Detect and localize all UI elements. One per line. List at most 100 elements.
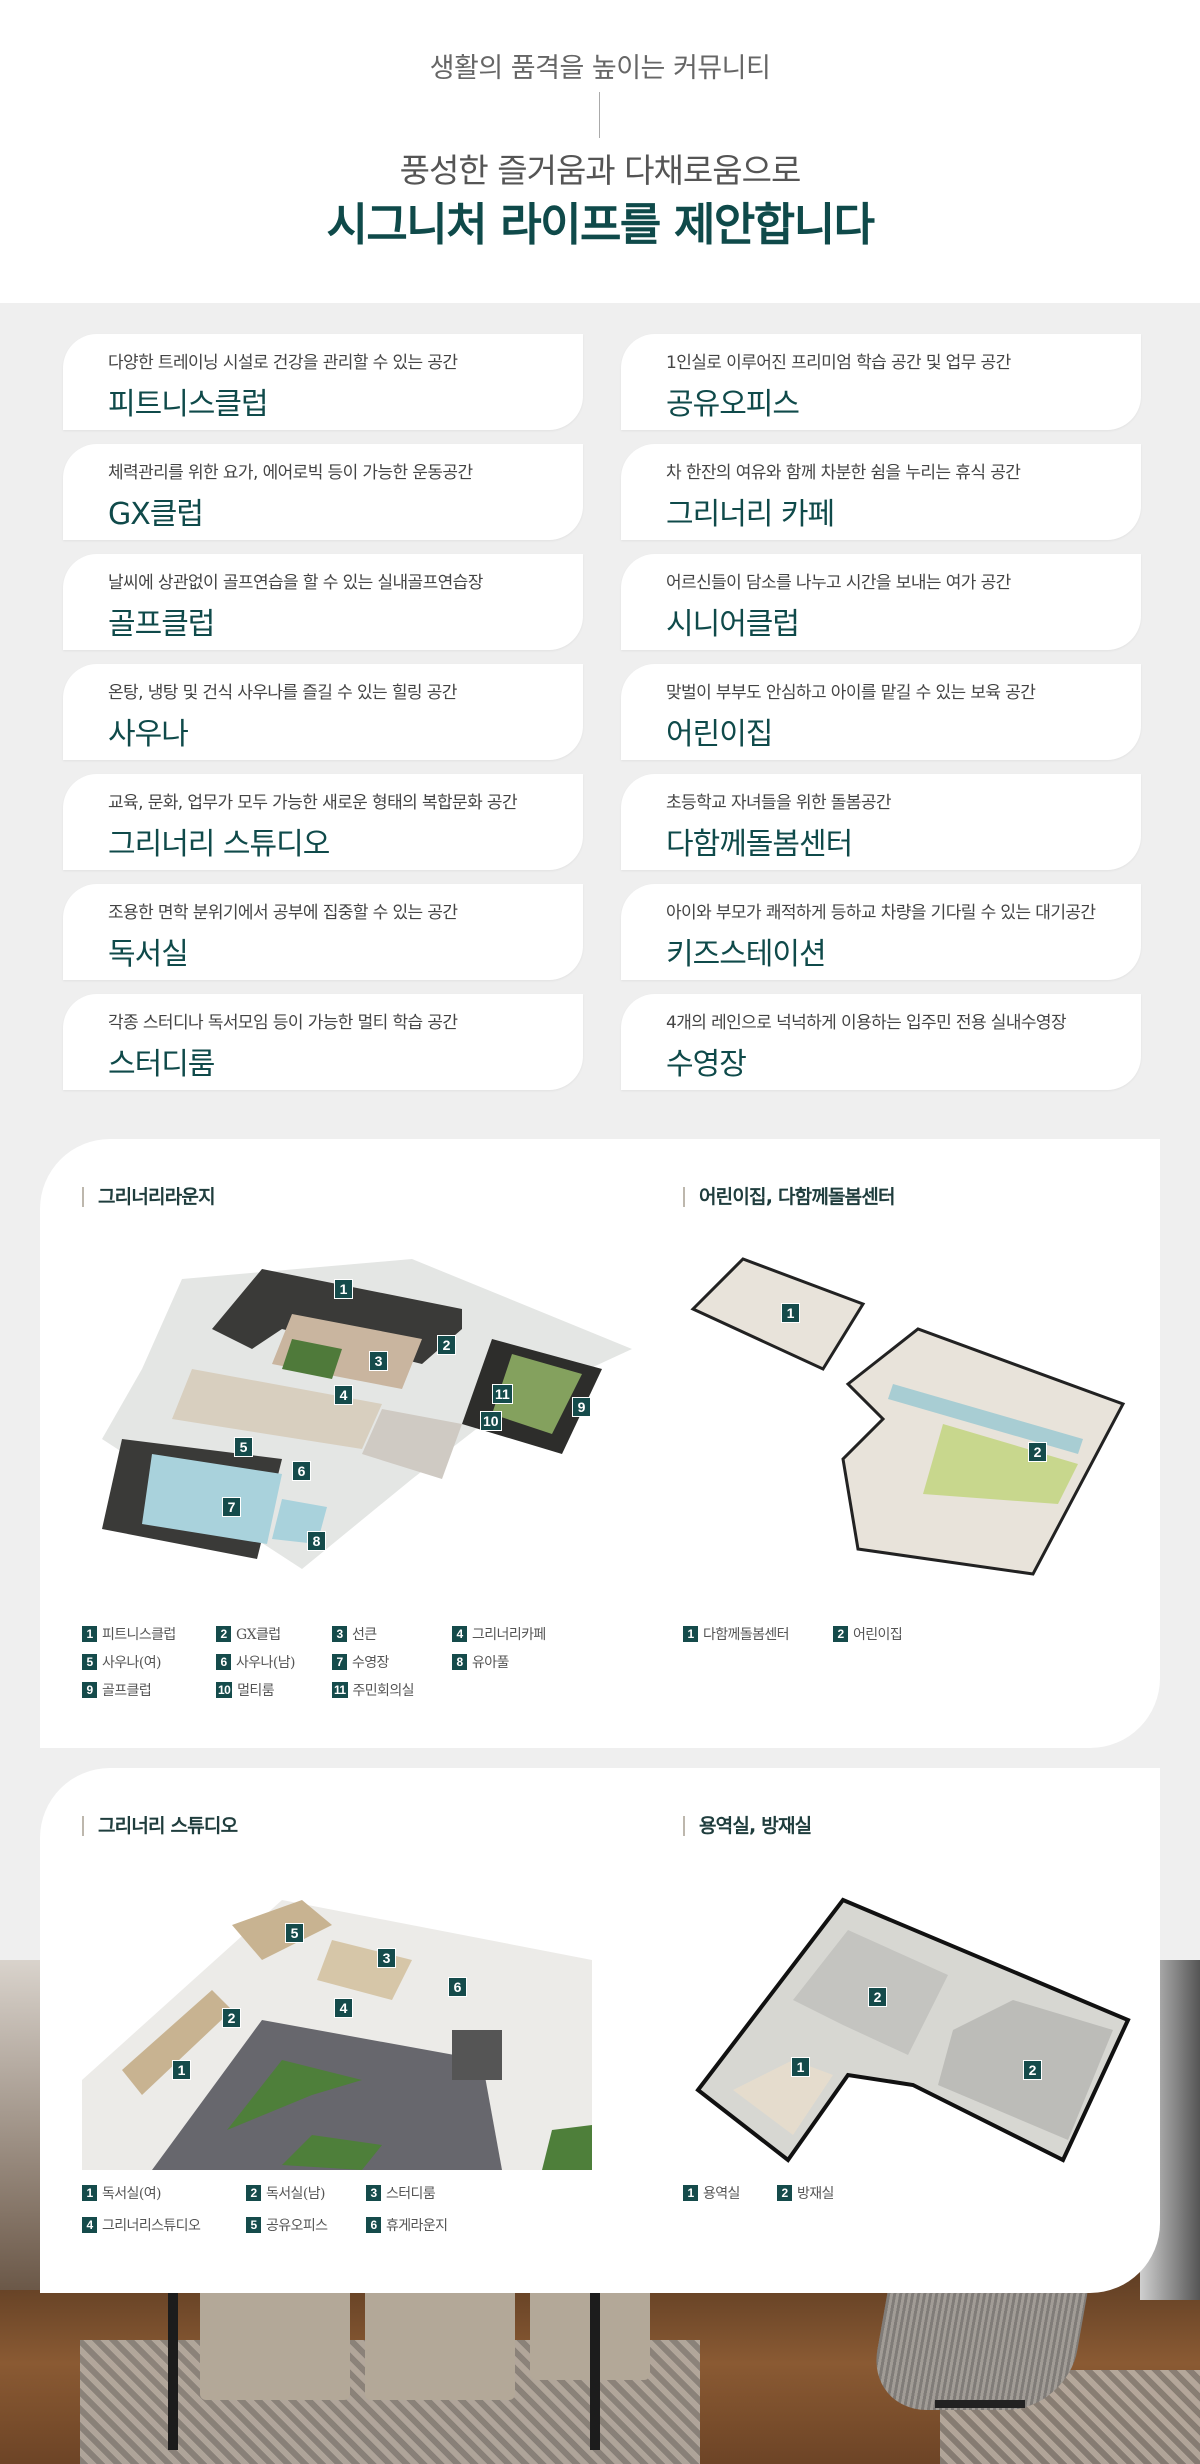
daycare-floorplan-image: 1 2 [683,1239,1133,1599]
facility-name: 다함께돌봄센터 [666,827,853,862]
legend-label: 독서실(여) [102,2186,161,2202]
facility-desc: 교육, 문화, 업무가 모두 가능한 새로운 형태의 복합문화 공간 [108,793,518,813]
legend-badge: 2 [246,2185,261,2201]
floorplan-illustration [695,1897,1131,2163]
legend-badge: 1 [683,2185,698,2201]
storage-floorplan-image: 2 1 2 [683,1880,1133,2170]
legend-badge: 7 [332,1654,347,1670]
legend-badge: 4 [452,1626,467,1642]
legend-label: 스터디룸 [386,2186,436,2202]
facility-name: 그리너리 카페 [666,497,835,532]
floorplan-illustration [690,1257,1126,1576]
subtitle-text: 풍성한 즐거움과 다채로움으로 [399,151,802,190]
legend-badge: 6 [366,2217,381,2233]
facility-name: 시니어클럽 [666,607,800,642]
legend-label: 주민회의실 [352,1683,415,1699]
legend-badge: 8 [452,1654,467,1670]
legend-label: 독서실(남) [266,2186,325,2202]
legend-label: GX클럽 [236,1627,281,1643]
facility-desc: 아이와 부모가 쾌적하게 등하교 차량을 기다릴 수 있는 대기공간 [666,903,1096,923]
map-marker-2: 2 [222,2008,241,2028]
eyebrow-text: 생활의 품격을 높이는 커뮤니티 [429,53,771,84]
map-marker-1: 1 [334,1279,353,1299]
facility-desc: 체력관리를 위한 요가, 에어로빅 등이 가능한 운동공간 [108,463,473,483]
map-marker-2: 2 [437,1335,456,1355]
facility-card-pool: 4개의 레인으로 넉넉하게 이용하는 입주민 전용 실내수영장 수영장 [621,994,1141,1090]
facility-card-shared-office: 1인실로 이루어진 프리미엄 학습 공간 및 업무 공간 공유오피스 [621,334,1141,430]
legend-badge: 1 [82,2185,97,2201]
legend-badge: 9 [82,1682,97,1698]
legend-badge: 2 [216,1626,231,1642]
facility-card-grid: 다양한 트레이닝 시설로 건강을 관리할 수 있는 공간 피트니스클럽 1인실로… [63,334,1141,1090]
facility-desc: 조용한 면학 분위기에서 공부에 집중할 수 있는 공간 [108,903,458,923]
facility-desc: 1인실로 이루어진 프리미엄 학습 공간 및 업무 공간 [666,353,1011,373]
facility-name: 키즈스테이션 [666,937,827,972]
facility-name: 어린이집 [666,717,773,752]
legend-badge: 10 [216,1682,233,1698]
facility-name: 사우나 [108,717,189,752]
legend-badge: 5 [82,1654,97,1670]
floorplan-illustration [102,1259,632,1569]
legend-badge: 3 [332,1626,347,1642]
photo-table-leg [590,2250,600,2450]
plan-title: 그리너리라운지 [82,1187,216,1207]
legend-label: 다함께돌봄센터 [703,1627,790,1643]
map-marker-9: 9 [572,1397,591,1417]
legend-label: 방재실 [797,2186,834,2202]
map-marker-2: 2 [1028,1442,1047,1462]
facility-card-reading-room: 조용한 면학 분위기에서 공부에 집중할 수 있는 공간 독서실 [63,884,583,980]
plan-title: 용역실, 방재실 [683,1816,812,1836]
facility-card-cafe: 차 한잔의 여유와 함께 차분한 쉼을 누리는 휴식 공간 그리너리 카페 [621,444,1141,540]
legend-label: 멀티룸 [237,1683,274,1699]
map-marker-5: 5 [234,1437,253,1457]
legend-badge: 2 [777,2185,792,2201]
facility-card-gx: 체력관리를 위한 요가, 에어로빅 등이 가능한 운동공간 GX클럽 [63,444,583,540]
greenery-lounge-floorplan-image: 1 2 3 4 5 6 7 8 9 10 11 [82,1239,642,1599]
legend-item: 2 독서실(남) [246,2183,366,2203]
legend-badge: 6 [216,1654,231,1670]
facility-desc: 맞벌이 부부도 안심하고 아이를 맡길 수 있는 보육 공간 [666,683,1036,703]
facility-card-daycare: 맞벌이 부부도 안심하고 아이를 맡길 수 있는 보육 공간 어린이집 [621,664,1141,760]
facility-name: 수영장 [666,1047,747,1082]
legend-item: 1 독서실(여) [82,2183,246,2203]
legend-label: 사우나(남) [236,1655,295,1671]
map-marker-1: 1 [791,2057,810,2077]
legend-label: 그리너리스튜디오 [102,2218,201,2234]
facility-card-study-room: 각종 스터디나 독서모임 등이 가능한 멀티 학습 공간 스터디룸 [63,994,583,1090]
plan-title: 어린이집, 다함께돌봄센터 [683,1187,896,1207]
map-marker-11: 11 [492,1384,513,1404]
facility-desc: 초등학교 자녀들을 위한 돌봄공간 [666,793,892,813]
legend-label: 선큰 [352,1627,377,1643]
legend-item: 6 사우나(남) [216,1652,332,1672]
greenery-studio-floorplan-image: 1 2 3 4 5 6 [82,1880,592,2170]
facility-name: 피트니스클럽 [108,387,269,422]
legend-label: 어린이집 [853,1627,903,1643]
legend-badge: 5 [246,2217,261,2233]
legend-badge: 4 [82,2217,97,2233]
facility-name: 스터디룸 [108,1047,215,1082]
legend-item: 5 사우나(여) [82,1652,216,1672]
legend-item: 4 그리너리스튜디오 [82,2215,246,2235]
photo-armchair-base [935,2400,1025,2408]
facility-desc: 각종 스터디나 독서모임 등이 가능한 멀티 학습 공간 [108,1013,458,1033]
facility-name: 독서실 [108,937,189,972]
facility-name: 골프클럽 [108,607,215,642]
legend-item: 3 선큰 [332,1624,452,1644]
floorplan-illustration [82,1880,592,2170]
floorplan-panel-1: 그리너리라운지 1 2 3 4 5 6 7 8 9 [40,1139,1160,1748]
legend-label: 사우나(여) [102,1655,161,1671]
map-marker-1: 1 [781,1303,800,1323]
facility-card-golf: 날씨에 상관없이 골프연습을 할 수 있는 실내골프연습장 골프클럽 [63,554,583,650]
